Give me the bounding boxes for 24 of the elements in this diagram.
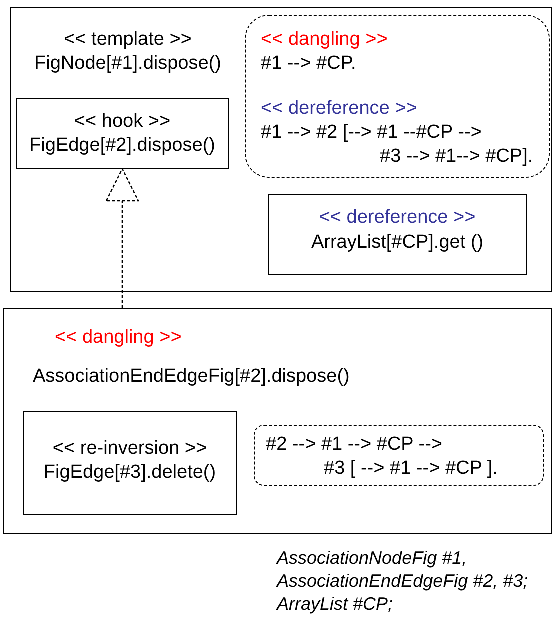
component-box [268,194,527,275]
reference-path-text: #1 --> #2 [--> #1 --#CP --> #3 --> #1--> #CP]. [261,121,534,169]
component-frame [10,7,552,292]
component-box [16,98,229,169]
method-call-text: AssociationEndEdgeFig[#2].dispose() [33,365,351,389]
method-call-text: FigEdge[#2].dispose() [28,134,216,158]
stereotype-label: << re-inversion >> [52,437,208,461]
stereotype-label: << dangling >> [261,28,389,52]
component-frame [3,308,552,534]
realization-arrow [106,168,140,308]
note-box [245,15,550,178]
component-box [23,411,237,515]
stereotype-label: << dereference >> [318,206,477,230]
stereotype-label: << hook >> [73,110,172,134]
note-box [254,425,544,486]
stereotype-label: << template >> [63,28,193,52]
legend-note: AssociationNodeFig #1, AssociationEndEdgeFig #2, #3; ArrayList #CP; [277,547,530,616]
stereotype-label: << dereference >> [261,97,418,121]
reference-path-text: #1 --> #CP. [261,52,358,76]
method-call-text: FigEdge[#3].delete() [42,461,218,485]
reference-path-text: #2 --> #1 --> #CP --> #3 [ --> #1 --> #CP ]. [266,433,499,481]
method-call-text: ArrayList[#CP].get () [310,231,485,255]
stereotype-label: << dangling >> [55,326,183,350]
method-call-text: FigNode[#1].dispose() [34,52,222,76]
